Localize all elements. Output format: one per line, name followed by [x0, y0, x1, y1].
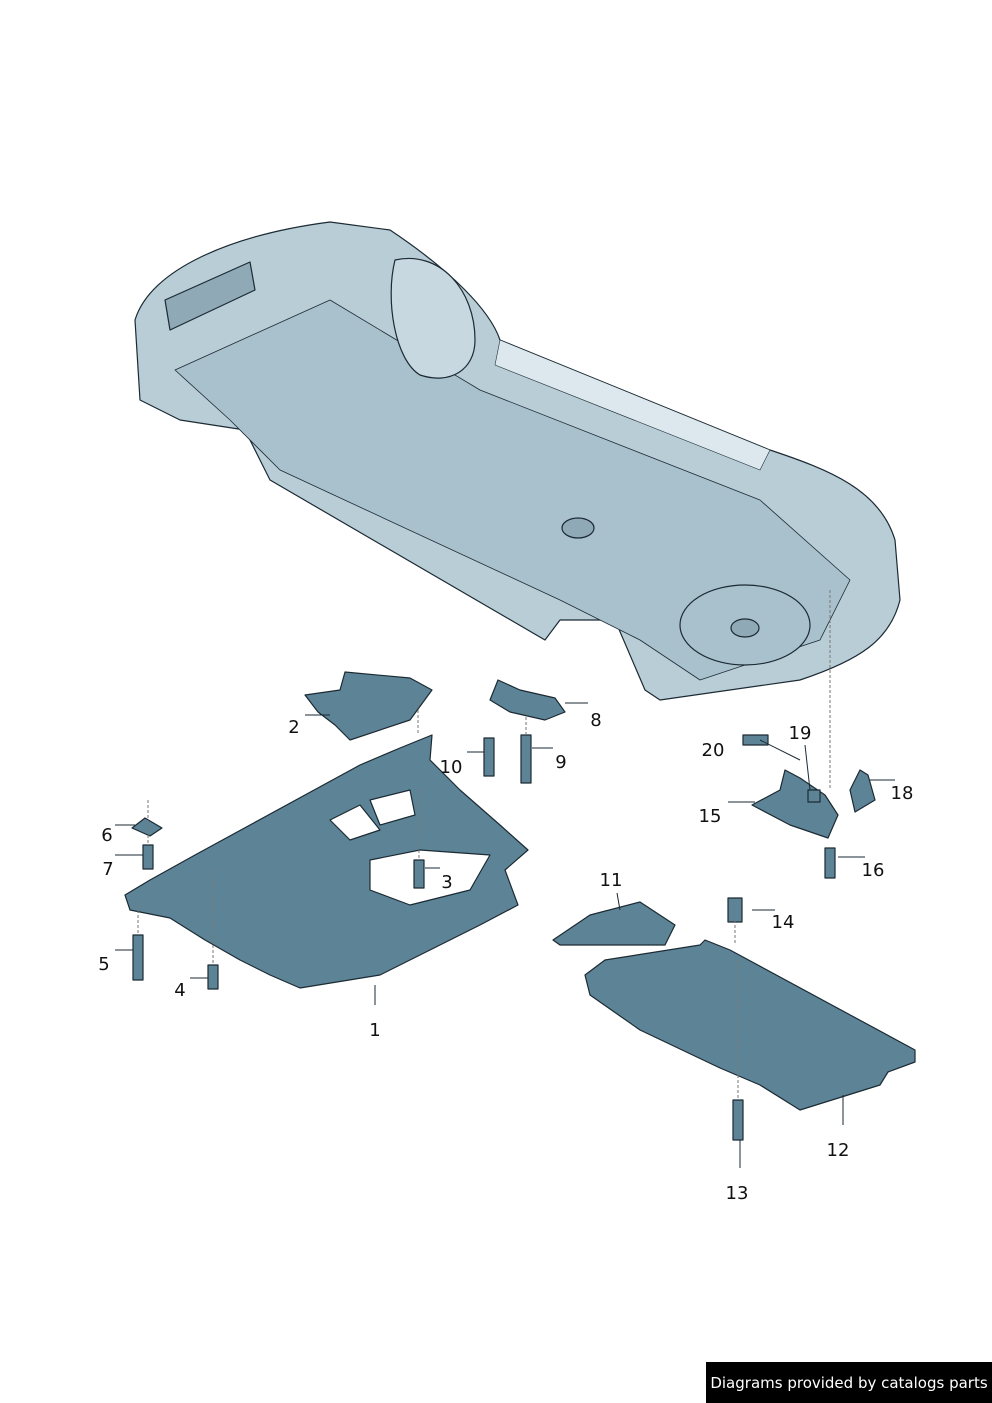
- callout-3: 3: [441, 872, 453, 893]
- callout-14: 14: [771, 912, 795, 933]
- bolt-9: [520, 734, 532, 784]
- callout-2: 2: [288, 717, 300, 738]
- part-15-guard: [751, 769, 839, 839]
- leader-lines: [115, 590, 895, 1168]
- callout-1: 1: [369, 1020, 381, 1041]
- callout-8: 8: [590, 710, 602, 731]
- clip-19: [807, 789, 821, 803]
- part-8-bracket: [489, 679, 566, 721]
- part-18-bracket: [849, 769, 876, 813]
- part-11-cover: [552, 901, 676, 946]
- rear-wheel-well: [390, 257, 476, 379]
- callout-5: 5: [98, 954, 110, 975]
- callout-12: 12: [826, 1140, 850, 1161]
- part-6-clip: [131, 817, 163, 837]
- attribution-badge: Diagrams provided by catalogs parts: [706, 1362, 992, 1403]
- screw-20: [742, 734, 769, 746]
- callout-4: 4: [174, 980, 186, 1001]
- part-1-engine-guard: [124, 734, 529, 989]
- callout-15: 15: [698, 806, 722, 827]
- callout-19: 19: [788, 723, 812, 744]
- callout-11: 11: [599, 870, 623, 891]
- bolt-7: [142, 844, 154, 870]
- callout-16: 16: [861, 860, 885, 881]
- screw-13: [732, 1099, 744, 1141]
- part-12-underbody-panel: [584, 939, 916, 1111]
- callout-7: 7: [102, 859, 114, 880]
- bolt-16: [824, 847, 836, 879]
- callout-20: 20: [701, 740, 725, 761]
- callout-10: 10: [439, 757, 463, 778]
- bolt-5: [132, 934, 144, 981]
- callout-9: 9: [555, 752, 567, 773]
- part-2-cover: [304, 671, 433, 741]
- nut-14: [727, 897, 743, 923]
- bolt-10: [483, 737, 495, 777]
- callout-13: 13: [725, 1183, 749, 1204]
- screw-3: [413, 859, 425, 889]
- callout-6: 6: [101, 825, 113, 846]
- bolt-4: [207, 964, 219, 990]
- callout-18: 18: [890, 783, 914, 804]
